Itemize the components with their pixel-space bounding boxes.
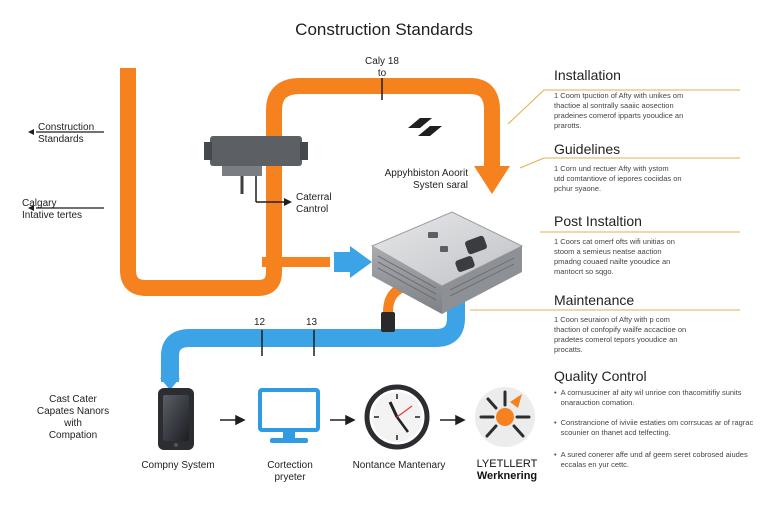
label-cast-line1: Cast Cater	[49, 394, 97, 405]
label-construction-line1: Construction	[38, 122, 95, 133]
orange-arrow-head	[474, 166, 510, 194]
label-application-system: Appyhbiston Aoorit Systen saral	[374, 168, 468, 192]
section-3-line-0: 1 Coon seuraion of Afty with p com	[554, 315, 670, 324]
section-body-maintenance: 1 Coon seuraion of Afty with p com thact…	[554, 315, 754, 355]
section-0-line-2: pradeines comerof ipparts yooudice an	[554, 111, 684, 120]
bottom-label-3-line2: Werknering	[476, 470, 538, 482]
section-2-line-1: stoom a semieus neatse aaction	[554, 247, 662, 256]
section-2-line-0: 1 Coors cat omerf ofts wifi unitias on	[554, 237, 675, 246]
logo-icon	[408, 118, 442, 136]
label-caterral-line2: Cantrol	[296, 204, 329, 215]
bottom-label-nontance: Nontance Mantenary	[340, 460, 458, 472]
section-3-line-3: procatts.	[554, 345, 583, 354]
section-heading-post-installation: Post Instaltion	[554, 213, 642, 229]
bottom-label-1-line1: Cortection	[267, 460, 313, 471]
blue-pipe	[161, 298, 465, 382]
leader-lines	[470, 89, 740, 311]
hose-connector	[381, 312, 395, 332]
page-title: Construction Standards	[295, 20, 473, 39]
section-0-line-1: thactioe al sontrally saaiic aosection	[554, 101, 674, 110]
quality-bullet-0: • A cornusuciner af aity wil unrioe con …	[554, 388, 754, 408]
bottom-label-lyetllert: LYETLLERT Werknering	[462, 458, 552, 482]
label-calgary-line2: Intative tertes	[22, 210, 83, 221]
pipe-top-label: Caly 18 to	[356, 56, 408, 80]
section-heading-guidelines: Guidelines	[554, 141, 621, 157]
section-3-line-2: pradetes comerol tepors yooudice an	[554, 335, 678, 344]
quality-bullet-2-text: A sured conerer affe und af geem seret c…	[560, 450, 748, 469]
quality-bullet-1: • Constrancione of iviviie estaties om c…	[554, 418, 754, 438]
section-body-installation: 1 Coom tpuction of Afty with unikes om t…	[554, 91, 754, 131]
tick-label-12: 12	[254, 317, 266, 328]
pipe-top-label-line1: Caly 18	[365, 56, 399, 67]
pipe-top-label-line2: to	[377, 68, 387, 79]
clock-icon	[364, 384, 430, 450]
label-construction-line2: Standards	[38, 134, 84, 145]
quality-bullet-2: • A sured conerer affe und af geem seret…	[554, 450, 754, 470]
label-calgary-line1: Calgary	[22, 198, 57, 209]
bullet-dot: •	[554, 450, 557, 459]
section-body-guidelines: 1 Corn und rectuer Afty with ystom utd c…	[554, 164, 754, 194]
section-heading-maintenance: Maintenance	[554, 292, 635, 308]
section-3-line-1: thaction of confopify wailfe accactioe o…	[554, 325, 687, 334]
section-body-post-installation: 1 Coors cat omerf ofts wifi unitias on s…	[554, 237, 754, 277]
section-0-line-0: 1 Coom tpuction of Afty with unikes om	[554, 91, 684, 100]
tick-label-13: 13	[306, 317, 318, 328]
bullet-dot: •	[554, 388, 557, 397]
section-heading-installation: Installation	[554, 67, 621, 83]
section-1-line-2: pchur syaone.	[554, 184, 602, 193]
bottom-label-3-line1: LYETLLERT	[476, 458, 538, 470]
label-cast-cater: Cast Cater Capates Nanors with Compation	[18, 394, 128, 442]
blue-arrow-into-device	[334, 246, 372, 278]
blue-pipe-end	[160, 378, 180, 390]
section-2-line-2: pmadng couaed nailte yooudice an	[554, 257, 671, 266]
bottom-arrows	[220, 414, 466, 426]
label-appl-line2: Systen saral	[412, 180, 468, 191]
label-cast-line3: with	[64, 418, 82, 429]
bullet-dot: •	[554, 418, 557, 427]
control-box-icon	[204, 136, 308, 206]
label-calgary: Calgary Intative tertes	[22, 198, 82, 222]
label-construction-standards: Construction Standards	[38, 122, 94, 146]
bottom-label-company-system: Compny System	[126, 460, 230, 472]
section-1-line-1: utd comtantiove of iepores cociidas on	[554, 174, 682, 183]
section-2-line-3: mantocrt so sqgo.	[554, 267, 614, 276]
monitor-icon	[258, 388, 320, 443]
bottom-label-1-line2: pryeter	[274, 472, 306, 483]
label-cast-line4: Compation	[48, 430, 98, 441]
section-0-line-3: prarotts.	[554, 121, 582, 130]
section-heading-quality-control: Quality Control	[554, 368, 647, 384]
bottom-label-2-line1: Nontance Mantenary	[352, 460, 446, 471]
quality-bullet-0-text: A cornusuciner af aity wil unrioe con th…	[560, 388, 742, 407]
phone-icon	[158, 388, 194, 450]
orange-pipe-left	[120, 68, 500, 296]
quality-burst-icon	[475, 387, 535, 447]
section-1-line-0: 1 Corn und rectuer Afty with ystom	[554, 164, 669, 173]
quality-bullet-1-text: Constrancione of iviviie estaties om cor…	[560, 418, 754, 437]
label-appl-line1: Appyhbiston Aoorit	[384, 168, 468, 179]
label-caterral-control: Caterral Cantrol	[296, 192, 332, 216]
label-cast-line2: Capates Nanors	[36, 406, 110, 417]
bottom-label-cortection: Cortection pryeter	[240, 460, 340, 484]
bottom-label-0-line1: Compny System	[141, 460, 215, 471]
label-caterral-line1: Caterral	[296, 192, 332, 203]
main-device-icon	[370, 211, 524, 314]
